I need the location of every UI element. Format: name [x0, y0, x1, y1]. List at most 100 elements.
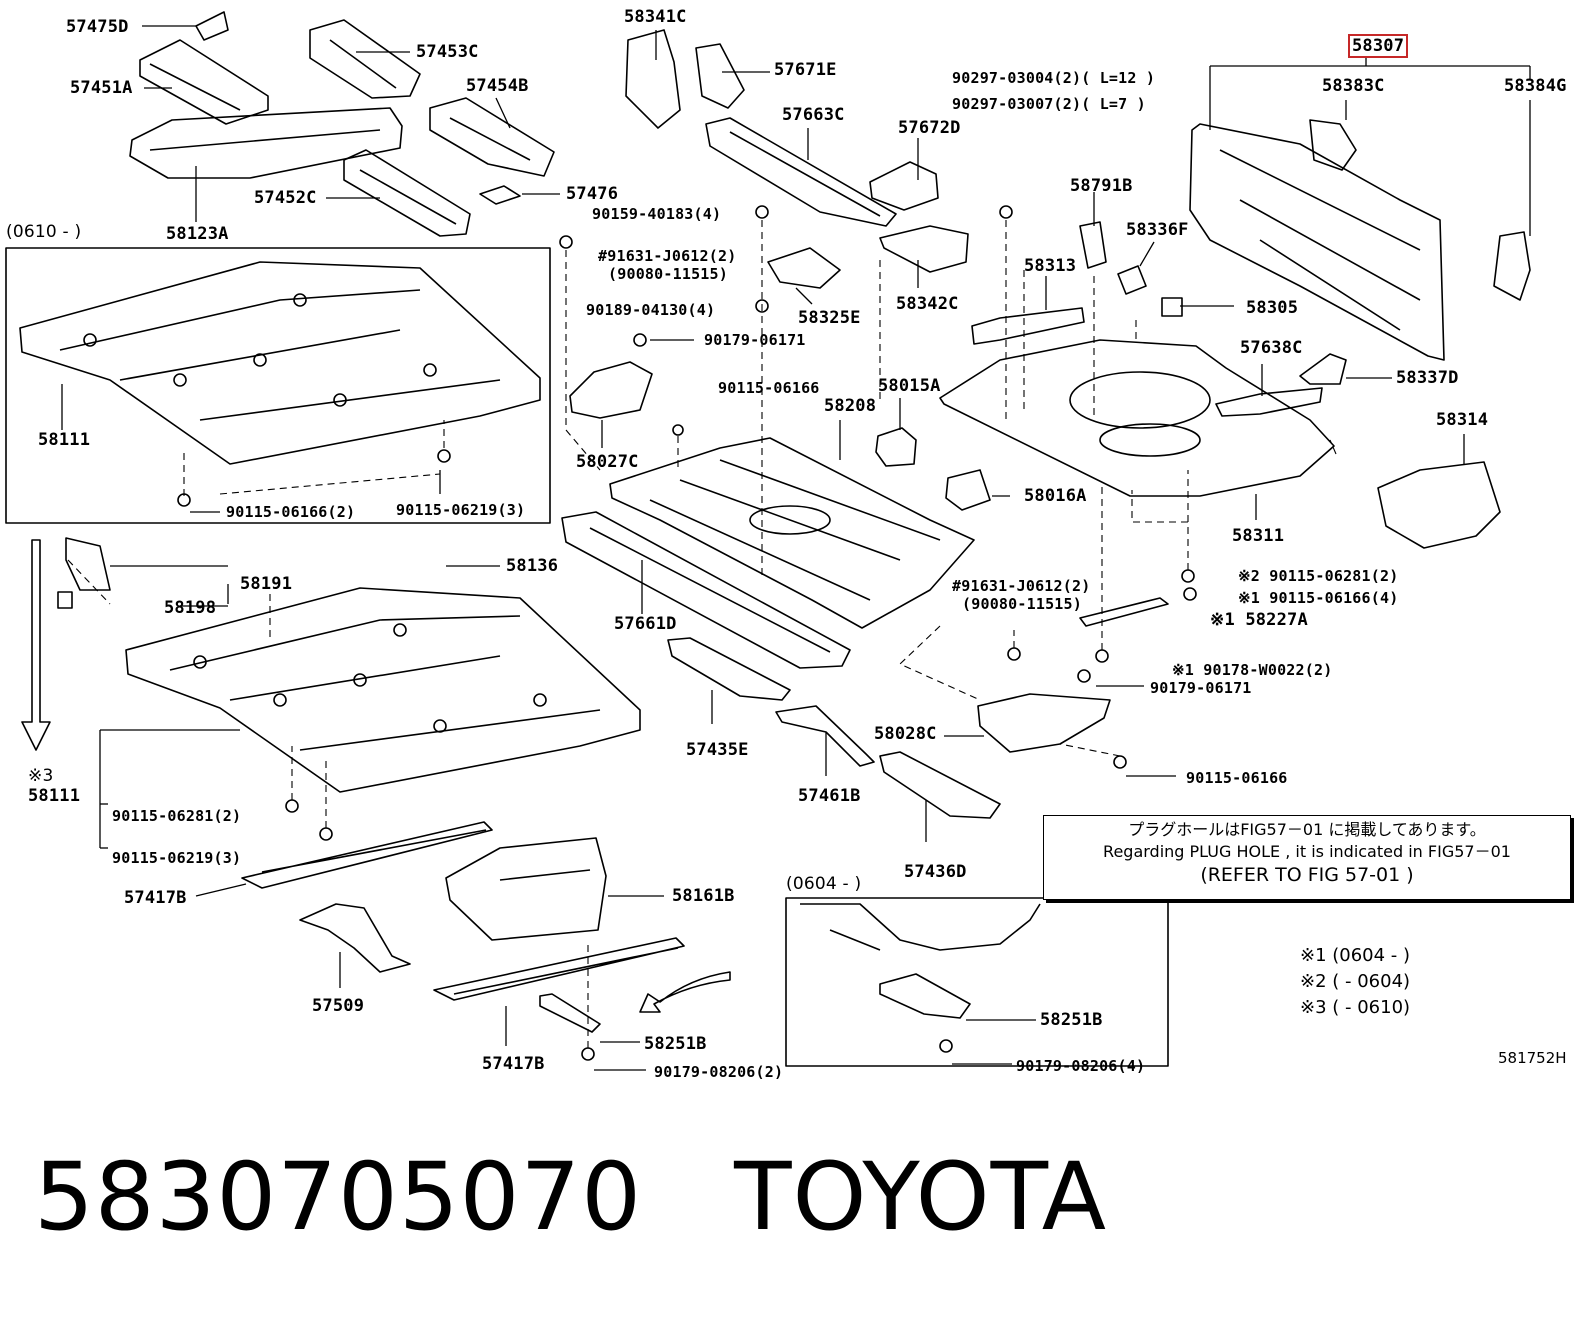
part-57453C-drawing: [309, 19, 421, 99]
part-label-90178-W0022[interactable]: ※1 90178-W0022(2): [1172, 661, 1333, 679]
part-label-90115-06166-c[interactable]: ※1 90115-06166(4): [1238, 589, 1399, 607]
box-0604: [785, 897, 1169, 1067]
part-label-90080-11515-a[interactable]: (90080-11515): [608, 265, 728, 283]
part-label-58015A[interactable]: 58015A: [878, 376, 941, 396]
part-label-58336F[interactable]: 58336F: [1126, 220, 1189, 240]
part-58383C-drawing: [1309, 119, 1357, 171]
part-label-91631-J0612-a[interactable]: #91631-J0612(2): [598, 247, 737, 265]
part-label-57663C[interactable]: 57663C: [782, 105, 845, 125]
part-label-90159-40183[interactable]: 90159-40183(4): [592, 205, 722, 223]
part-label-57661D[interactable]: 57661D: [614, 614, 677, 634]
part-58342C-drawing: [879, 225, 969, 273]
part-label-57453C[interactable]: 57453C: [416, 42, 479, 62]
part-label-58136[interactable]: 58136: [506, 556, 559, 576]
part-58791B-drawing: [1079, 221, 1107, 269]
part-label-58251B-b[interactable]: 58251B: [1040, 1010, 1103, 1030]
part-57661D-drawing: [561, 511, 851, 669]
part-label-58341C[interactable]: 58341C: [624, 7, 687, 27]
part-57454B-drawing: [429, 97, 555, 177]
part-58336F-drawing: [1117, 265, 1147, 295]
part-label-57671E[interactable]: 57671E: [774, 60, 837, 80]
part-label-57436D[interactable]: 57436D: [904, 862, 967, 882]
part-label-58325E[interactable]: 58325E: [798, 308, 861, 328]
part-label-90179-08206-a[interactable]: 90179-08206(2): [654, 1063, 784, 1081]
part-57451A-drawing: [139, 39, 269, 125]
part-label-90179-06171-b[interactable]: 90179-06171: [1150, 679, 1252, 697]
part-58325E-drawing: [767, 247, 841, 289]
range-0604-label: (0604 - ): [786, 874, 862, 894]
part-57461B-drawing: [775, 705, 875, 767]
part-58123A-drawing: [129, 107, 403, 179]
part-label-58314[interactable]: 58314: [1436, 410, 1489, 430]
part-label-58342C[interactable]: 58342C: [896, 294, 959, 314]
footnote-2: ※2 ( - 0604): [1300, 971, 1411, 992]
range-0610-label: (0610 - ): [6, 222, 82, 242]
part-label-57475D[interactable]: 57475D: [66, 17, 129, 37]
part-58027C-drawing: [569, 361, 653, 419]
part-57417B-b-drawing: [433, 937, 685, 1001]
notice-japanese: プラグホールはFIG57－01 に掲載してあります。: [1128, 820, 1486, 839]
part-58161B-drawing: [445, 837, 607, 941]
part-label-58028C[interactable]: 58028C: [874, 724, 937, 744]
part-58028C-drawing: [977, 693, 1111, 753]
part-57452C-drawing: [343, 149, 471, 237]
part-label-90115-06219-a[interactable]: 90115-06219(3): [396, 501, 526, 519]
part-label-90115-06281-b[interactable]: 90115-06281(2): [112, 807, 242, 825]
part-label-90179-08206-b[interactable]: 90179-08206(4): [1016, 1057, 1146, 1075]
part-58191-drawing: [57, 537, 111, 609]
part-57475D-drawing: [195, 11, 229, 41]
part-label-57417B-a[interactable]: 57417B: [124, 888, 187, 908]
part-label-57435E[interactable]: 57435E: [686, 740, 749, 760]
part-label-58161B[interactable]: 58161B: [672, 886, 735, 906]
part-57663C-drawing: [705, 117, 897, 227]
part-label-90179-06171-a[interactable]: 90179-06171: [704, 331, 806, 349]
part-label-58208[interactable]: 58208: [824, 396, 877, 416]
part-58016A-drawing: [945, 469, 991, 511]
part-label-57638C[interactable]: 57638C: [1240, 338, 1303, 358]
part-label-91631-J0612-b[interactable]: #91631-J0612(2): [952, 577, 1091, 595]
part-label-58027C[interactable]: 58027C: [576, 452, 639, 472]
part-label-57417B-b[interactable]: 57417B: [482, 1054, 545, 1074]
part-label-90297-03004[interactable]: 90297-03004(2)( L=12 ): [952, 69, 1156, 87]
part-label-90115-06281-a[interactable]: ※2 90115-06281(2): [1238, 567, 1399, 585]
part-label-58251B-a[interactable]: 58251B: [644, 1034, 707, 1054]
part-label-58227A[interactable]: ※1 58227A: [1210, 610, 1308, 630]
part-label-58337D[interactable]: 58337D: [1396, 368, 1459, 388]
part-label-58191[interactable]: 58191: [240, 574, 293, 594]
part-label-57454B[interactable]: 57454B: [466, 76, 529, 96]
part-label-58016A[interactable]: 58016A: [1024, 486, 1087, 506]
part-label-58383C[interactable]: 58383C: [1322, 76, 1385, 96]
part-label-57509[interactable]: 57509: [312, 996, 365, 1016]
part-label-58311[interactable]: 58311: [1232, 526, 1285, 546]
notice-reference: (REFER TO FIG 57-01 ): [1200, 864, 1414, 886]
part-label-90115-06166-a[interactable]: 90115-06166: [718, 379, 820, 397]
footnote-1: ※1 (0604 - ): [1300, 945, 1411, 966]
part-label-57476[interactable]: 57476: [566, 184, 619, 204]
part-label-90297-03007[interactable]: 90297-03007(2)( L=7 ): [952, 95, 1146, 113]
curved-arrow-drawing: [639, 971, 731, 1013]
part-label-57672D[interactable]: 57672D: [898, 118, 961, 138]
caption-brand: TOYOTA: [734, 1143, 1108, 1252]
part-label-57452C[interactable]: 57452C: [254, 188, 317, 208]
part-58337D-drawing: [1299, 353, 1347, 385]
part-label-58791B[interactable]: 58791B: [1070, 176, 1133, 196]
part-57671E-drawing: [695, 43, 745, 109]
part-label-58111-b[interactable]: 58111: [28, 786, 81, 806]
part-label-58198[interactable]: 58198: [164, 598, 217, 618]
part-58384G-drawing: [1493, 231, 1531, 301]
part-label-90115-06166-d[interactable]: 90115-06166: [1186, 769, 1288, 787]
part-label-57461B[interactable]: 57461B: [798, 786, 861, 806]
part-label-90115-06166-b[interactable]: 90115-06166(2): [226, 503, 356, 521]
part-label-58313[interactable]: 58313: [1024, 256, 1077, 276]
part-label-58305[interactable]: 58305: [1246, 298, 1299, 318]
part-label-58123A[interactable]: 58123A: [166, 224, 229, 244]
part-label-90080-11515-b[interactable]: (90080-11515): [962, 595, 1082, 613]
part-number-highlight: 58307: [1348, 34, 1409, 58]
arrow-down-drawing: [21, 539, 51, 751]
part-label-90189-04130[interactable]: 90189-04130(4): [586, 301, 716, 319]
part-label-58384G[interactable]: 58384G: [1504, 76, 1567, 96]
part-label-57451A[interactable]: 57451A: [70, 78, 133, 98]
part-label-58307[interactable]: 58307: [1348, 34, 1409, 58]
part-label-58111-a[interactable]: 58111: [38, 430, 91, 450]
part-label-90115-06219-b[interactable]: 90115-06219(3): [112, 849, 242, 867]
